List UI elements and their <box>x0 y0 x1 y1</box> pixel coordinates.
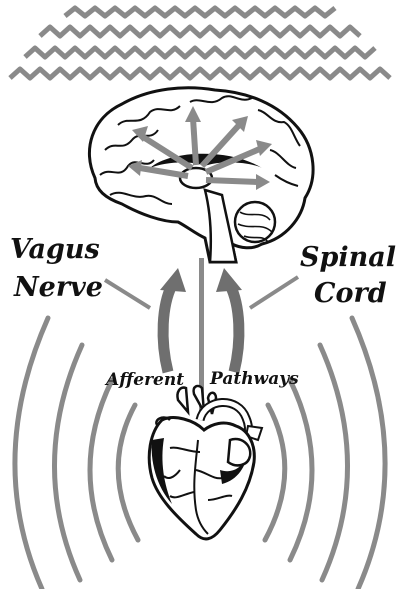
heart-icon <box>149 386 262 539</box>
vagus-connector-line <box>105 280 150 308</box>
arc-left-1 <box>118 405 138 540</box>
heart-body <box>149 418 254 539</box>
zigzag-wave-4 <box>65 8 335 16</box>
right-afferent-arrowhead <box>216 268 242 292</box>
zigzag-waves <box>10 8 390 78</box>
right-afferent-arrow-shaft <box>230 285 239 372</box>
brain-icon <box>89 88 313 262</box>
arc-left-2 <box>90 380 112 560</box>
arc-left-4 <box>15 318 48 589</box>
arc-right-2 <box>290 380 312 560</box>
left-afferent-arrowhead <box>160 268 186 292</box>
zigzag-wave-1 <box>10 69 390 78</box>
vagus-label-line2: Nerve <box>13 272 103 303</box>
arc-right-3 <box>320 345 348 580</box>
spinal-label-line2: Cord <box>314 278 387 309</box>
zigzag-wave-2 <box>25 48 375 57</box>
pathways-label: Pathways <box>209 369 299 389</box>
spinal-label-line1: Spinal <box>300 242 396 273</box>
arc-right-1 <box>265 405 285 540</box>
vagus-label-line1: Vagus <box>10 234 100 265</box>
spinal-connector-line <box>250 277 298 308</box>
arc-left-3 <box>54 345 82 580</box>
arc-right-4 <box>352 318 385 589</box>
cerebellum <box>235 202 275 242</box>
zigzag-wave-3 <box>40 27 360 36</box>
afferent-label: Afferent <box>104 370 184 390</box>
left-afferent-arrow-shaft <box>163 285 172 372</box>
